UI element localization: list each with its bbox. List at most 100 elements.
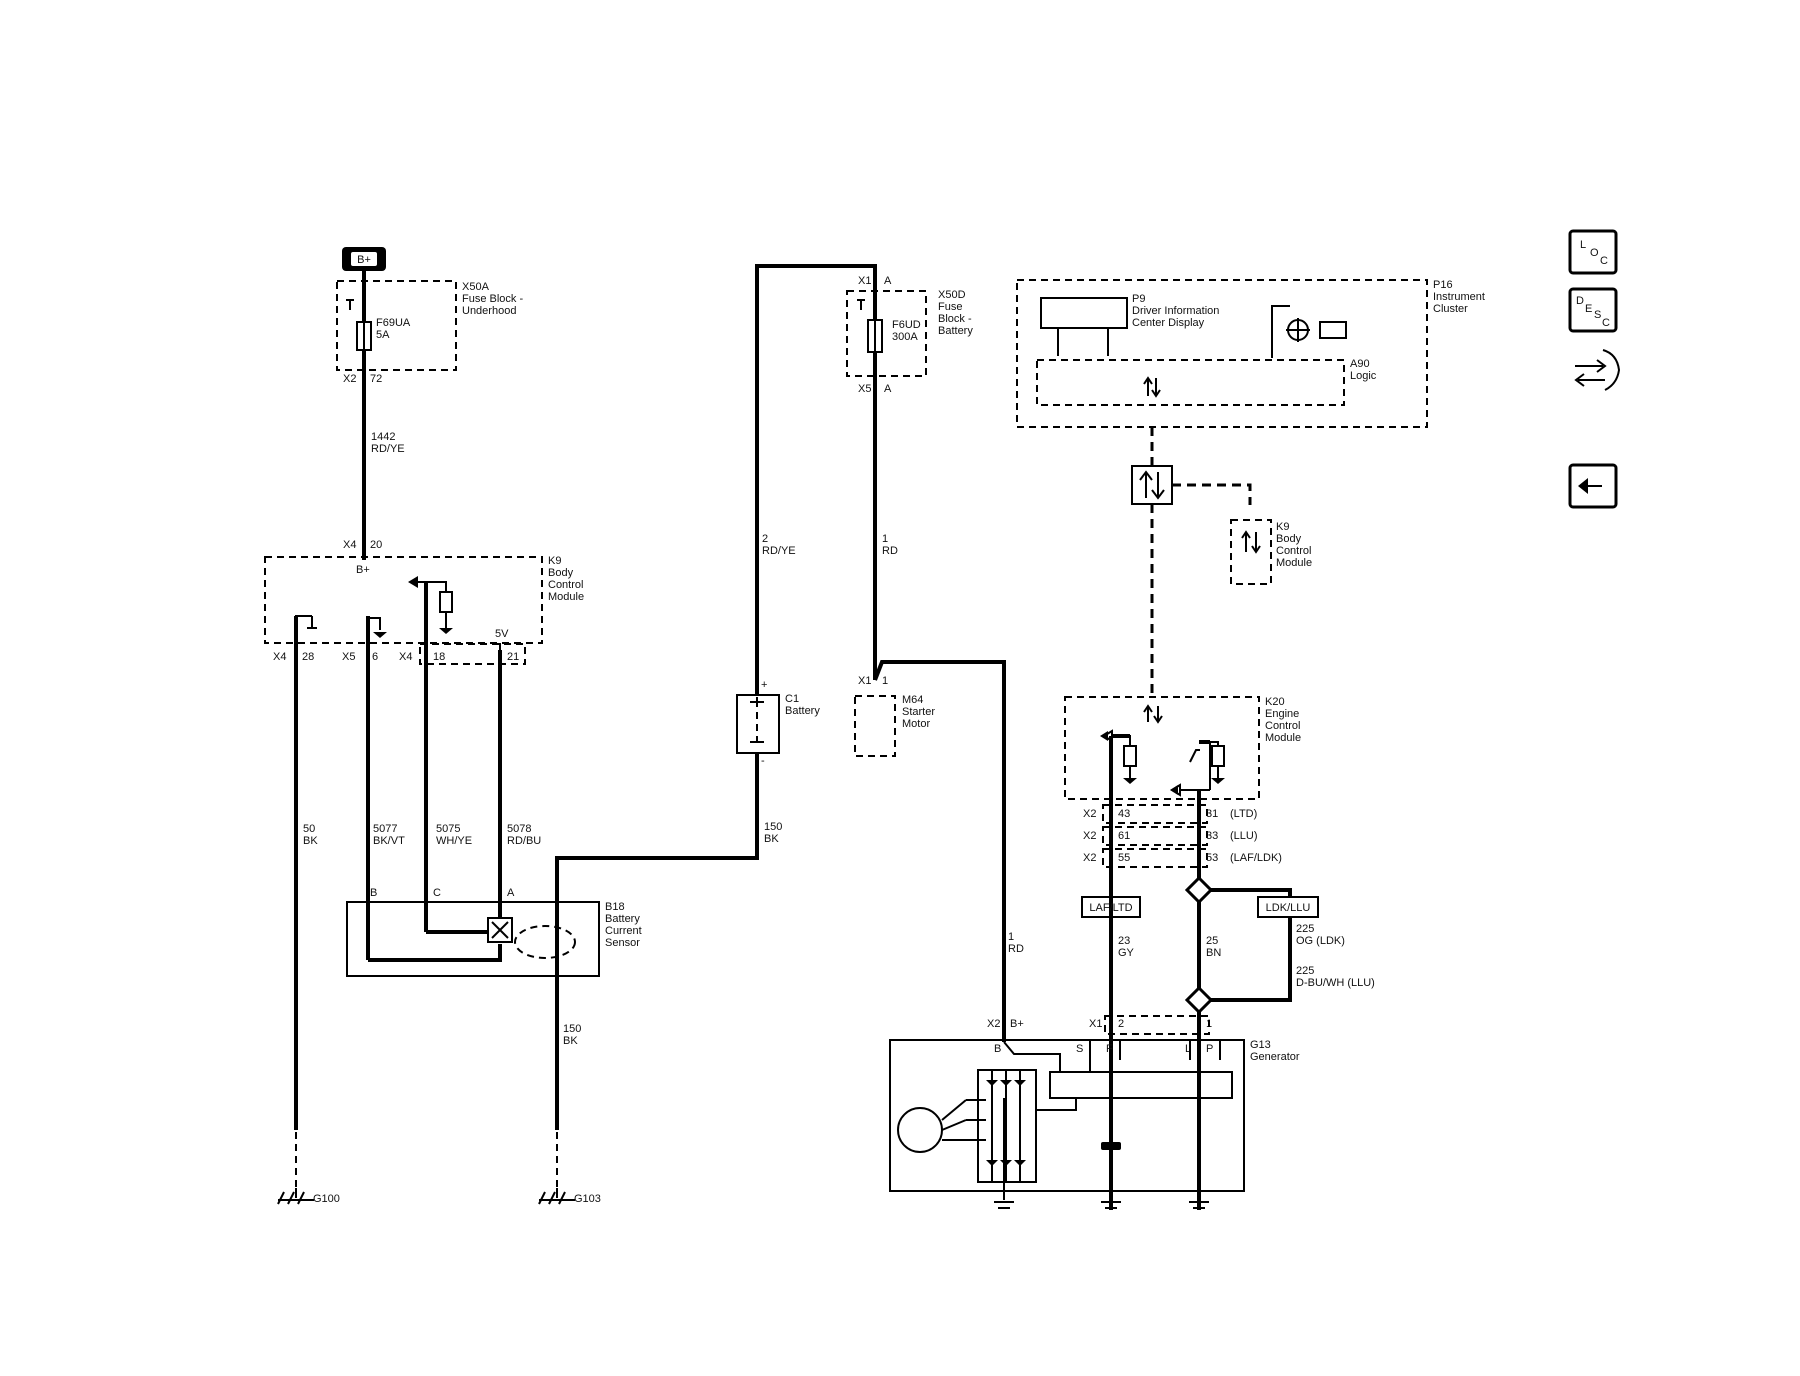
ground-g100: G100 — [277, 1188, 340, 1205]
diagram-label: A — [507, 887, 515, 899]
diagram-label: 20 — [370, 539, 382, 551]
diagram-label: Battery — [605, 913, 640, 925]
diagram-label: 18 — [433, 651, 445, 663]
diagram-label: LAF/LTD — [1089, 902, 1132, 914]
diagram-label: 225 — [1296, 923, 1314, 935]
diagram-label: 150 — [563, 1023, 581, 1035]
diagram-label: X2 — [987, 1018, 1000, 1030]
diagram-label: G13 — [1250, 1039, 1271, 1051]
starter-motor-m64: X1 1 M64 Starter Motor — [854, 660, 1006, 1042]
diagram-label: X1 — [858, 275, 871, 287]
diagram-label: C — [1602, 317, 1610, 329]
diagram-label: F6UD — [892, 319, 921, 331]
diagram-label: F69UA — [376, 317, 411, 329]
diagram-label: BK — [303, 835, 318, 847]
diagram-label: P16 — [1433, 279, 1453, 291]
diagram-label: X2 — [1083, 830, 1096, 842]
diagram-label: BK/VT — [373, 835, 405, 847]
diagram-label: (LLU) — [1230, 830, 1258, 842]
diagram-label: D-BU/WH (LLU) — [1296, 977, 1375, 989]
diagram-label: 6 — [372, 651, 378, 663]
diagram-label: 1 — [1008, 931, 1014, 943]
ground-g103: G103 — [538, 1188, 601, 1205]
diagram-label: 300A — [892, 331, 918, 343]
diagram-label: Battery — [938, 325, 973, 337]
diagram-label: X50A — [462, 281, 490, 293]
fuse-block-x50a: X50A Fuse Block - Underhood F69UA 5A X2 … — [336, 280, 523, 385]
diagram-label: K20 — [1265, 696, 1285, 708]
diagram-label: Engine — [1265, 708, 1299, 720]
diagram-label: 1 — [882, 533, 888, 545]
power-source: B+ — [342, 247, 386, 271]
diagram-label: Body — [548, 567, 574, 579]
diagram-label: L — [1185, 1043, 1191, 1055]
diagram-label: X1 — [1089, 1018, 1102, 1030]
diagram-label: O — [1590, 247, 1599, 259]
diagram-label: BN — [1206, 947, 1221, 959]
diagram-label: A — [884, 275, 892, 287]
diagram-label: M64 — [902, 694, 923, 706]
diagram-label: 225 — [1296, 965, 1314, 977]
diagram-label: L — [1580, 239, 1586, 251]
wire-150-bk — [555, 753, 759, 1130]
diagram-label: X2 — [1083, 852, 1096, 864]
diagram-label: (LTD) — [1230, 808, 1257, 820]
diagram-label: X5 — [858, 383, 871, 395]
fuse-block-x50d: X50D Fuse Block - Battery X1 A F6UD 300A… — [846, 275, 973, 395]
location-button[interactable]: L O C — [1568, 229, 1618, 275]
diagram-label: B — [370, 887, 377, 899]
diagram-label: X4 — [399, 651, 412, 663]
diagram-label: (LAF/LDK) — [1230, 852, 1282, 864]
description-button[interactable]: D E S C — [1568, 287, 1618, 333]
diagram-label: - — [761, 755, 765, 767]
k20-pin-rows — [1102, 804, 1208, 868]
diagram-label: B18 — [605, 901, 625, 913]
generator-g13: X2 B+ X1 2 1 G13 Generator B S F L P — [889, 1015, 1300, 1209]
swap-arrows-icon[interactable] — [1574, 349, 1621, 391]
diagram-label: RD/BU — [507, 835, 541, 847]
diagram-label: S — [1076, 1043, 1083, 1055]
diagram-label: Module — [1276, 557, 1312, 569]
diagram-label: 5077 — [373, 823, 397, 835]
diagram-label: Driver Information — [1132, 305, 1219, 317]
diagram-label: Generator — [1250, 1051, 1300, 1063]
diagram-label: 55 — [1118, 852, 1130, 864]
diagram-label: LDK/LLU — [1266, 902, 1311, 914]
battery-c1: + - C1 Battery — [736, 679, 820, 767]
diagram-label: K9 — [1276, 521, 1289, 533]
body-control-module-k9-remote: K9 Body Control Module — [1230, 519, 1312, 585]
diagram-label: 2 — [762, 533, 768, 545]
diagram-label: X4 — [273, 651, 286, 663]
diagram-label: 61 — [1118, 830, 1130, 842]
diagram-label: WH/YE — [436, 835, 472, 847]
diagram-label: S — [1594, 309, 1601, 321]
diagram-label: 1 — [882, 675, 888, 687]
power-label: B+ — [357, 254, 371, 266]
diagram-label: 31 — [1206, 808, 1218, 820]
instrument-cluster-p16: P16 Instrument Cluster P9 Driver Informa… — [1016, 279, 1485, 428]
diagram-label: 50 — [303, 823, 315, 835]
diagram-label: X5 — [342, 651, 355, 663]
diagram-label: C1 — [785, 693, 799, 705]
diagram-label: 5V — [495, 628, 509, 640]
serial-data-gateway-icon — [1131, 465, 1173, 505]
diagram-label: C — [1600, 255, 1608, 267]
diagram-label: B+ — [356, 564, 370, 576]
diagram-label: K9 — [548, 555, 561, 567]
option-tag-laf-ltd: LAF/LTD — [1081, 896, 1141, 918]
diagram-label: 1442 — [371, 431, 395, 443]
diagram-label: G103 — [574, 1193, 601, 1205]
diagram-label: 5075 — [436, 823, 460, 835]
diagram-label: 5A — [376, 329, 390, 341]
diagram-label: 21 — [507, 651, 519, 663]
back-button[interactable] — [1568, 463, 1618, 509]
diagram-label: B+ — [1010, 1018, 1024, 1030]
diagram-label: P9 — [1132, 293, 1145, 305]
diagram-label: 23 — [1118, 935, 1130, 947]
diagram-label: Block - — [938, 313, 972, 325]
diagram-label: G100 — [313, 1193, 340, 1205]
diagram-label: BK — [764, 833, 779, 845]
diagram-label: 28 — [302, 651, 314, 663]
diagram-label: OG (LDK) — [1296, 935, 1345, 947]
diagram-label: Module — [1265, 732, 1301, 744]
